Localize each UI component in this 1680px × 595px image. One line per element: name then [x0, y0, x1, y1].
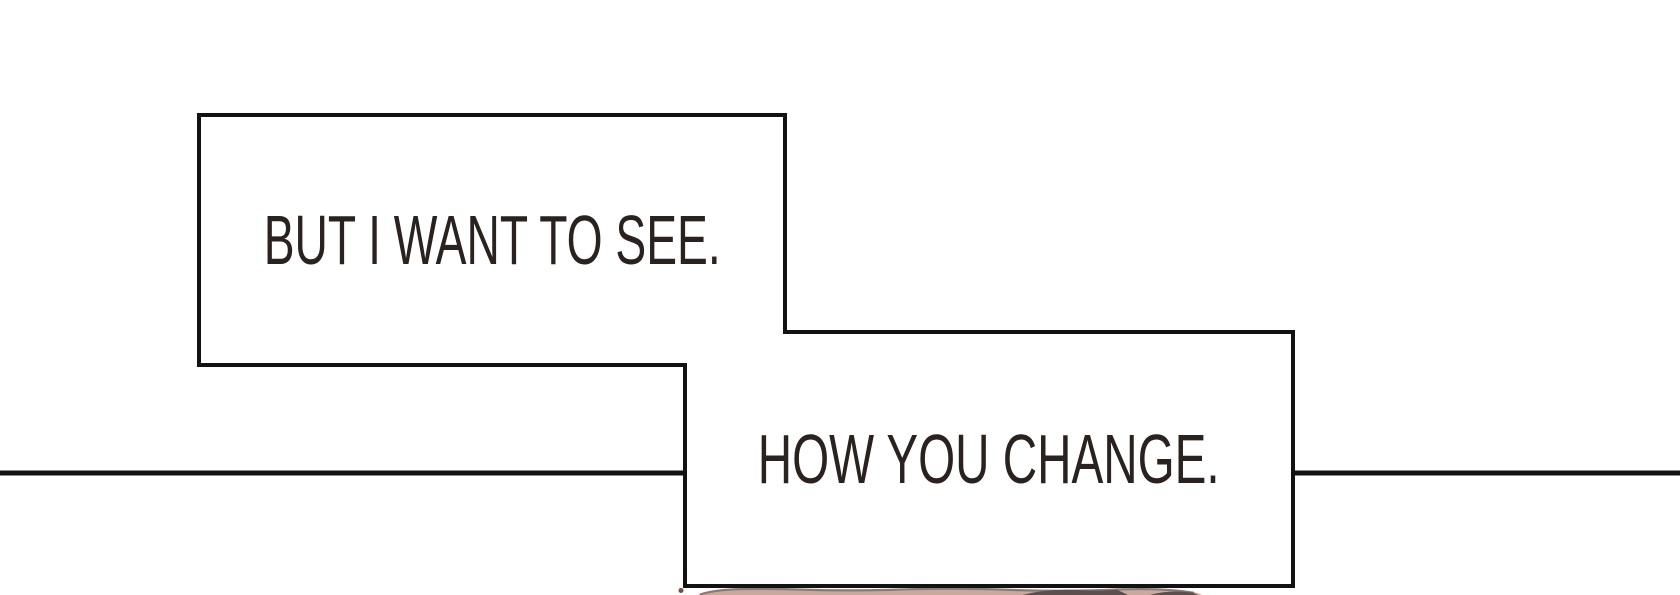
- character-hair-art: [678, 587, 1202, 595]
- hair-dark-strand: [1022, 589, 1128, 595]
- hair-accent-speck: [678, 588, 684, 593]
- hair-rim-strand: [699, 587, 1195, 595]
- speech-bubble-outline: [197, 113, 1295, 588]
- hair-dark-strand-right: [1150, 591, 1198, 595]
